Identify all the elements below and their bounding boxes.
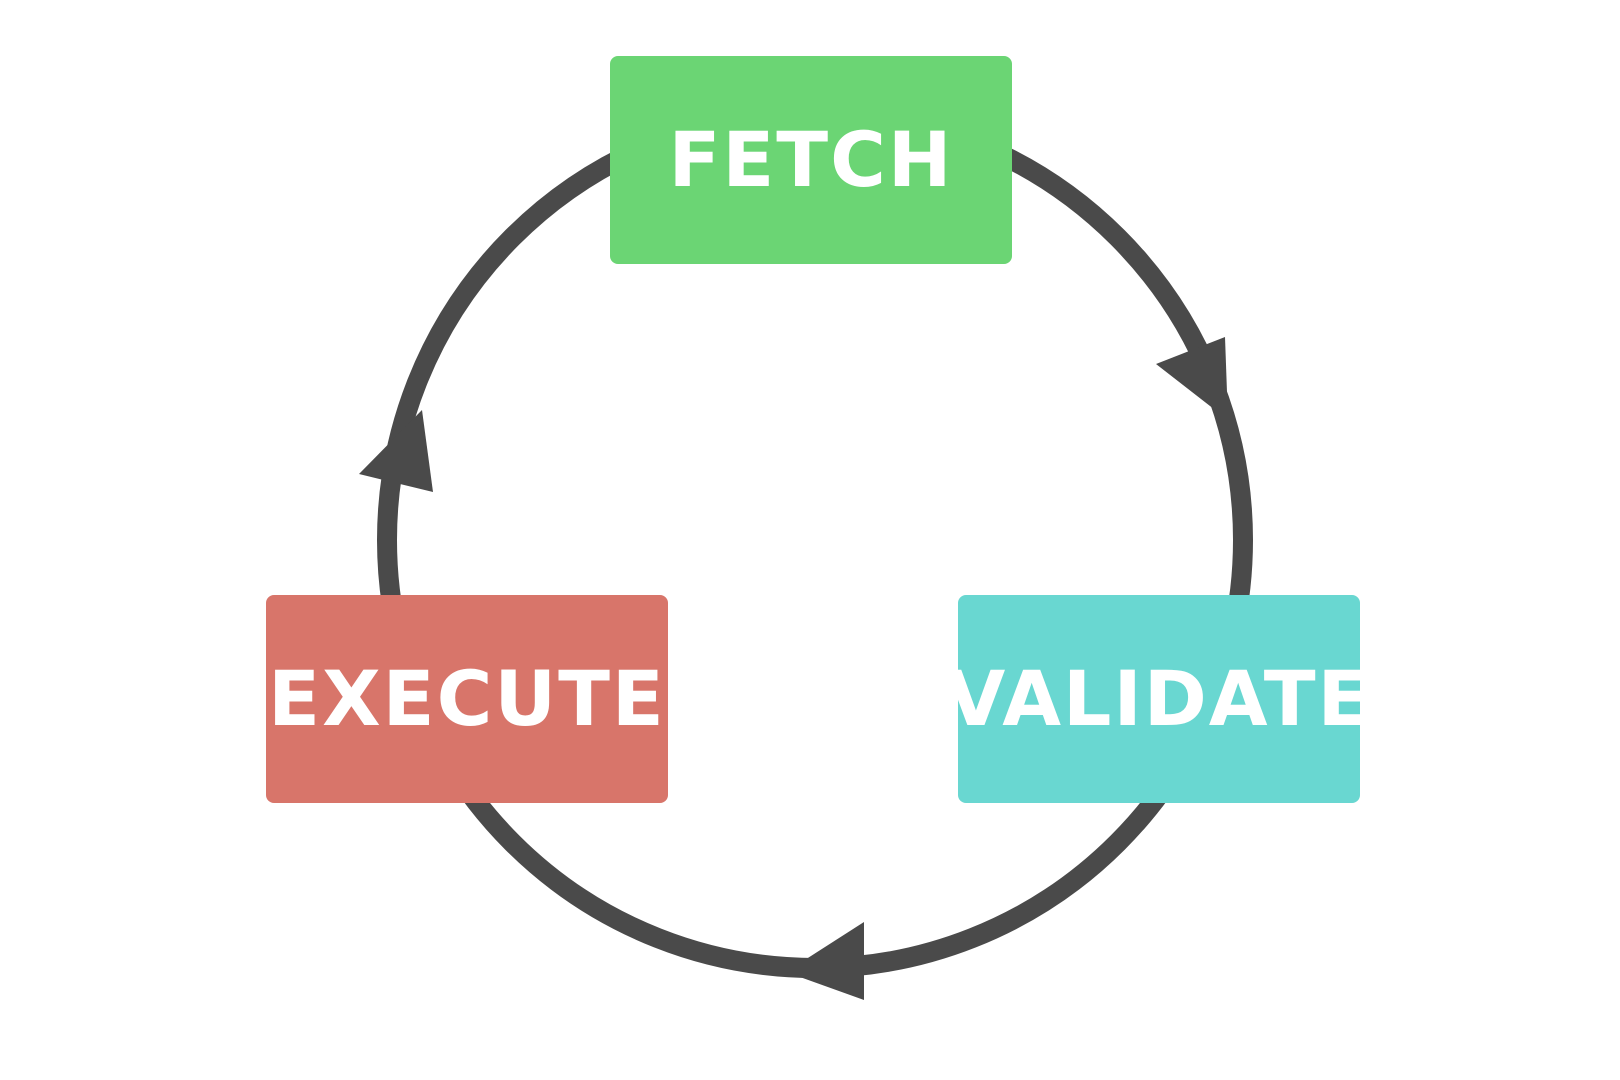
execute-stage-box: EXECUTE — [266, 595, 668, 803]
fetch-stage-label: FETCH — [668, 115, 954, 204]
arrow-fetch-to-validate — [1156, 337, 1228, 420]
validate-stage-box: VALIDATE — [947, 595, 1369, 803]
arrow-validate-to-execute — [786, 922, 864, 1000]
arrow-execute-to-fetch — [359, 410, 433, 492]
execute-stage-label: EXECUTE — [268, 654, 666, 743]
validate-stage-label: VALIDATE — [946, 654, 1372, 743]
fetch-stage-box: FETCH — [610, 56, 1012, 264]
